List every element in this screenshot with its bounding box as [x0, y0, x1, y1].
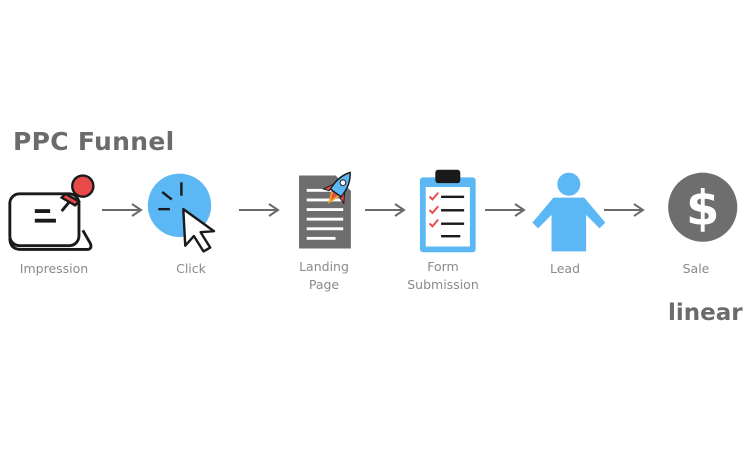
stage-label: Sale [682, 261, 710, 276]
document-rocket-icon [276, 166, 372, 256]
arrow-right-icon [239, 203, 280, 217]
stage-landing-page: Landing Page [269, 166, 379, 294]
dollar-coin-icon: $ [648, 168, 744, 258]
stage-lead: Lead [510, 168, 620, 278]
stage-label: Form Submission [407, 259, 479, 292]
arrow-right-icon [102, 203, 143, 217]
arrow-right-icon [485, 203, 526, 217]
stage-label: Landing Page [299, 259, 349, 292]
stage-form-submission: Form Submission [388, 166, 498, 294]
stage-click: Click [136, 168, 246, 278]
stage-sale: $ Sale [641, 168, 750, 278]
stage-label: Impression [19, 261, 89, 276]
arrow-right-icon [365, 203, 406, 217]
linear-label: linear [668, 300, 743, 326]
clipboard-checklist-icon [395, 166, 491, 256]
stage-impression: Impression [0, 168, 109, 278]
stage-label: Click [176, 261, 206, 276]
diagram-title: PPC Funnel [13, 127, 175, 156]
stage-label: Lead [549, 261, 581, 276]
billboard-pin-icon [6, 168, 102, 258]
person-icon [517, 168, 613, 258]
cursor-click-icon [143, 168, 239, 258]
svg-text:$: $ [686, 181, 719, 237]
arrow-right-icon [604, 203, 645, 217]
